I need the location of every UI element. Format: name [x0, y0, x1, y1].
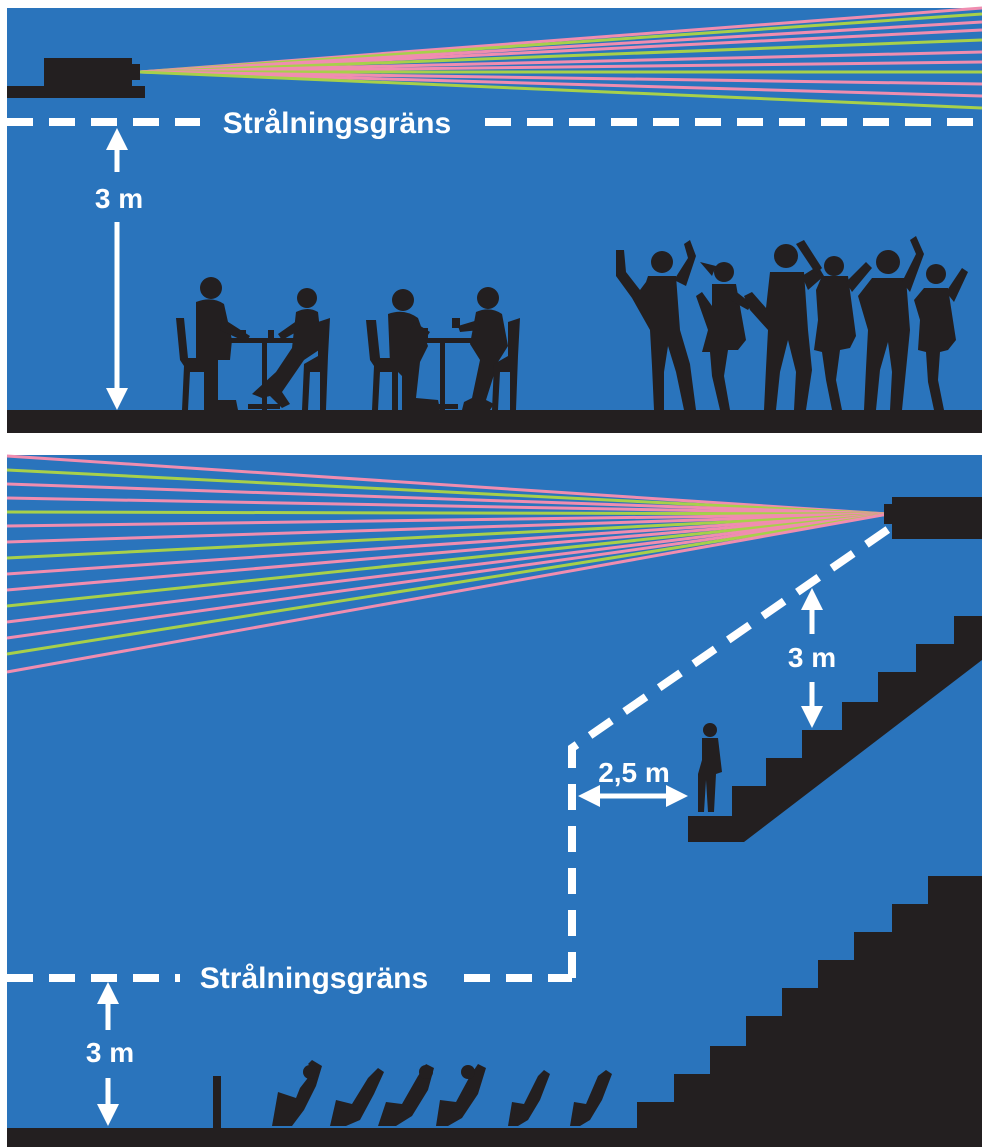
panel-bottom: Strålningsgräns 3 m 3 m 2,5 m	[6, 454, 982, 1147]
top-beam	[139, 28, 982, 74]
height-label-bottom: 3 m	[86, 1037, 134, 1068]
boundary-label-bottom: Strålningsgräns	[200, 962, 428, 995]
floor-top	[7, 410, 982, 433]
lower-stairs	[637, 876, 982, 1130]
top-beam	[139, 70, 982, 86]
top-beam	[139, 70, 982, 98]
floor-bottom	[7, 1128, 982, 1147]
bottom-beam	[6, 496, 889, 516]
top-beam	[139, 70, 982, 110]
laser-beams-top	[139, 6, 982, 110]
panel-top: Strålningsgräns 3 m	[7, 6, 982, 433]
balcony-stairs	[688, 616, 982, 842]
boundary-label-top: Strålningsgräns	[223, 107, 451, 140]
height-arrow-bottom	[97, 982, 119, 1126]
theatre-seat-icon	[213, 1060, 612, 1130]
standing-person-icon	[698, 723, 722, 812]
boundary-line-bottom	[7, 524, 893, 982]
top-beam	[139, 60, 982, 74]
dancing-crowd-icon	[616, 236, 968, 410]
bottom-beam	[6, 512, 889, 608]
bottom-beam	[6, 512, 889, 674]
height-label-top: 3 m	[95, 183, 143, 214]
bottom-beam	[6, 512, 889, 544]
bottom-beam	[6, 512, 889, 656]
seated-people-icon	[176, 277, 520, 410]
top-beam	[139, 38, 982, 74]
bottom-beam	[6, 510, 889, 516]
distance-arrow	[578, 785, 688, 807]
bottom-beam	[6, 454, 889, 516]
top-beam	[139, 50, 982, 74]
bottom-beam	[6, 512, 889, 592]
balcony-height-label: 3 m	[788, 642, 836, 673]
bottom-beam	[6, 512, 889, 640]
laser-beams-bottom	[6, 454, 889, 674]
bottom-beam	[6, 468, 889, 516]
distance-label: 2,5 m	[598, 757, 670, 788]
laser-projector-icon	[7, 58, 145, 98]
height-arrow-top	[106, 128, 128, 410]
bottom-beam	[6, 482, 889, 516]
balcony-height-arrow	[801, 588, 823, 728]
bottom-beam	[6, 512, 889, 560]
bottom-beam	[6, 512, 889, 528]
bottom-beam	[6, 512, 889, 576]
laser-projector-icon	[884, 497, 982, 539]
bottom-beam	[6, 512, 889, 624]
